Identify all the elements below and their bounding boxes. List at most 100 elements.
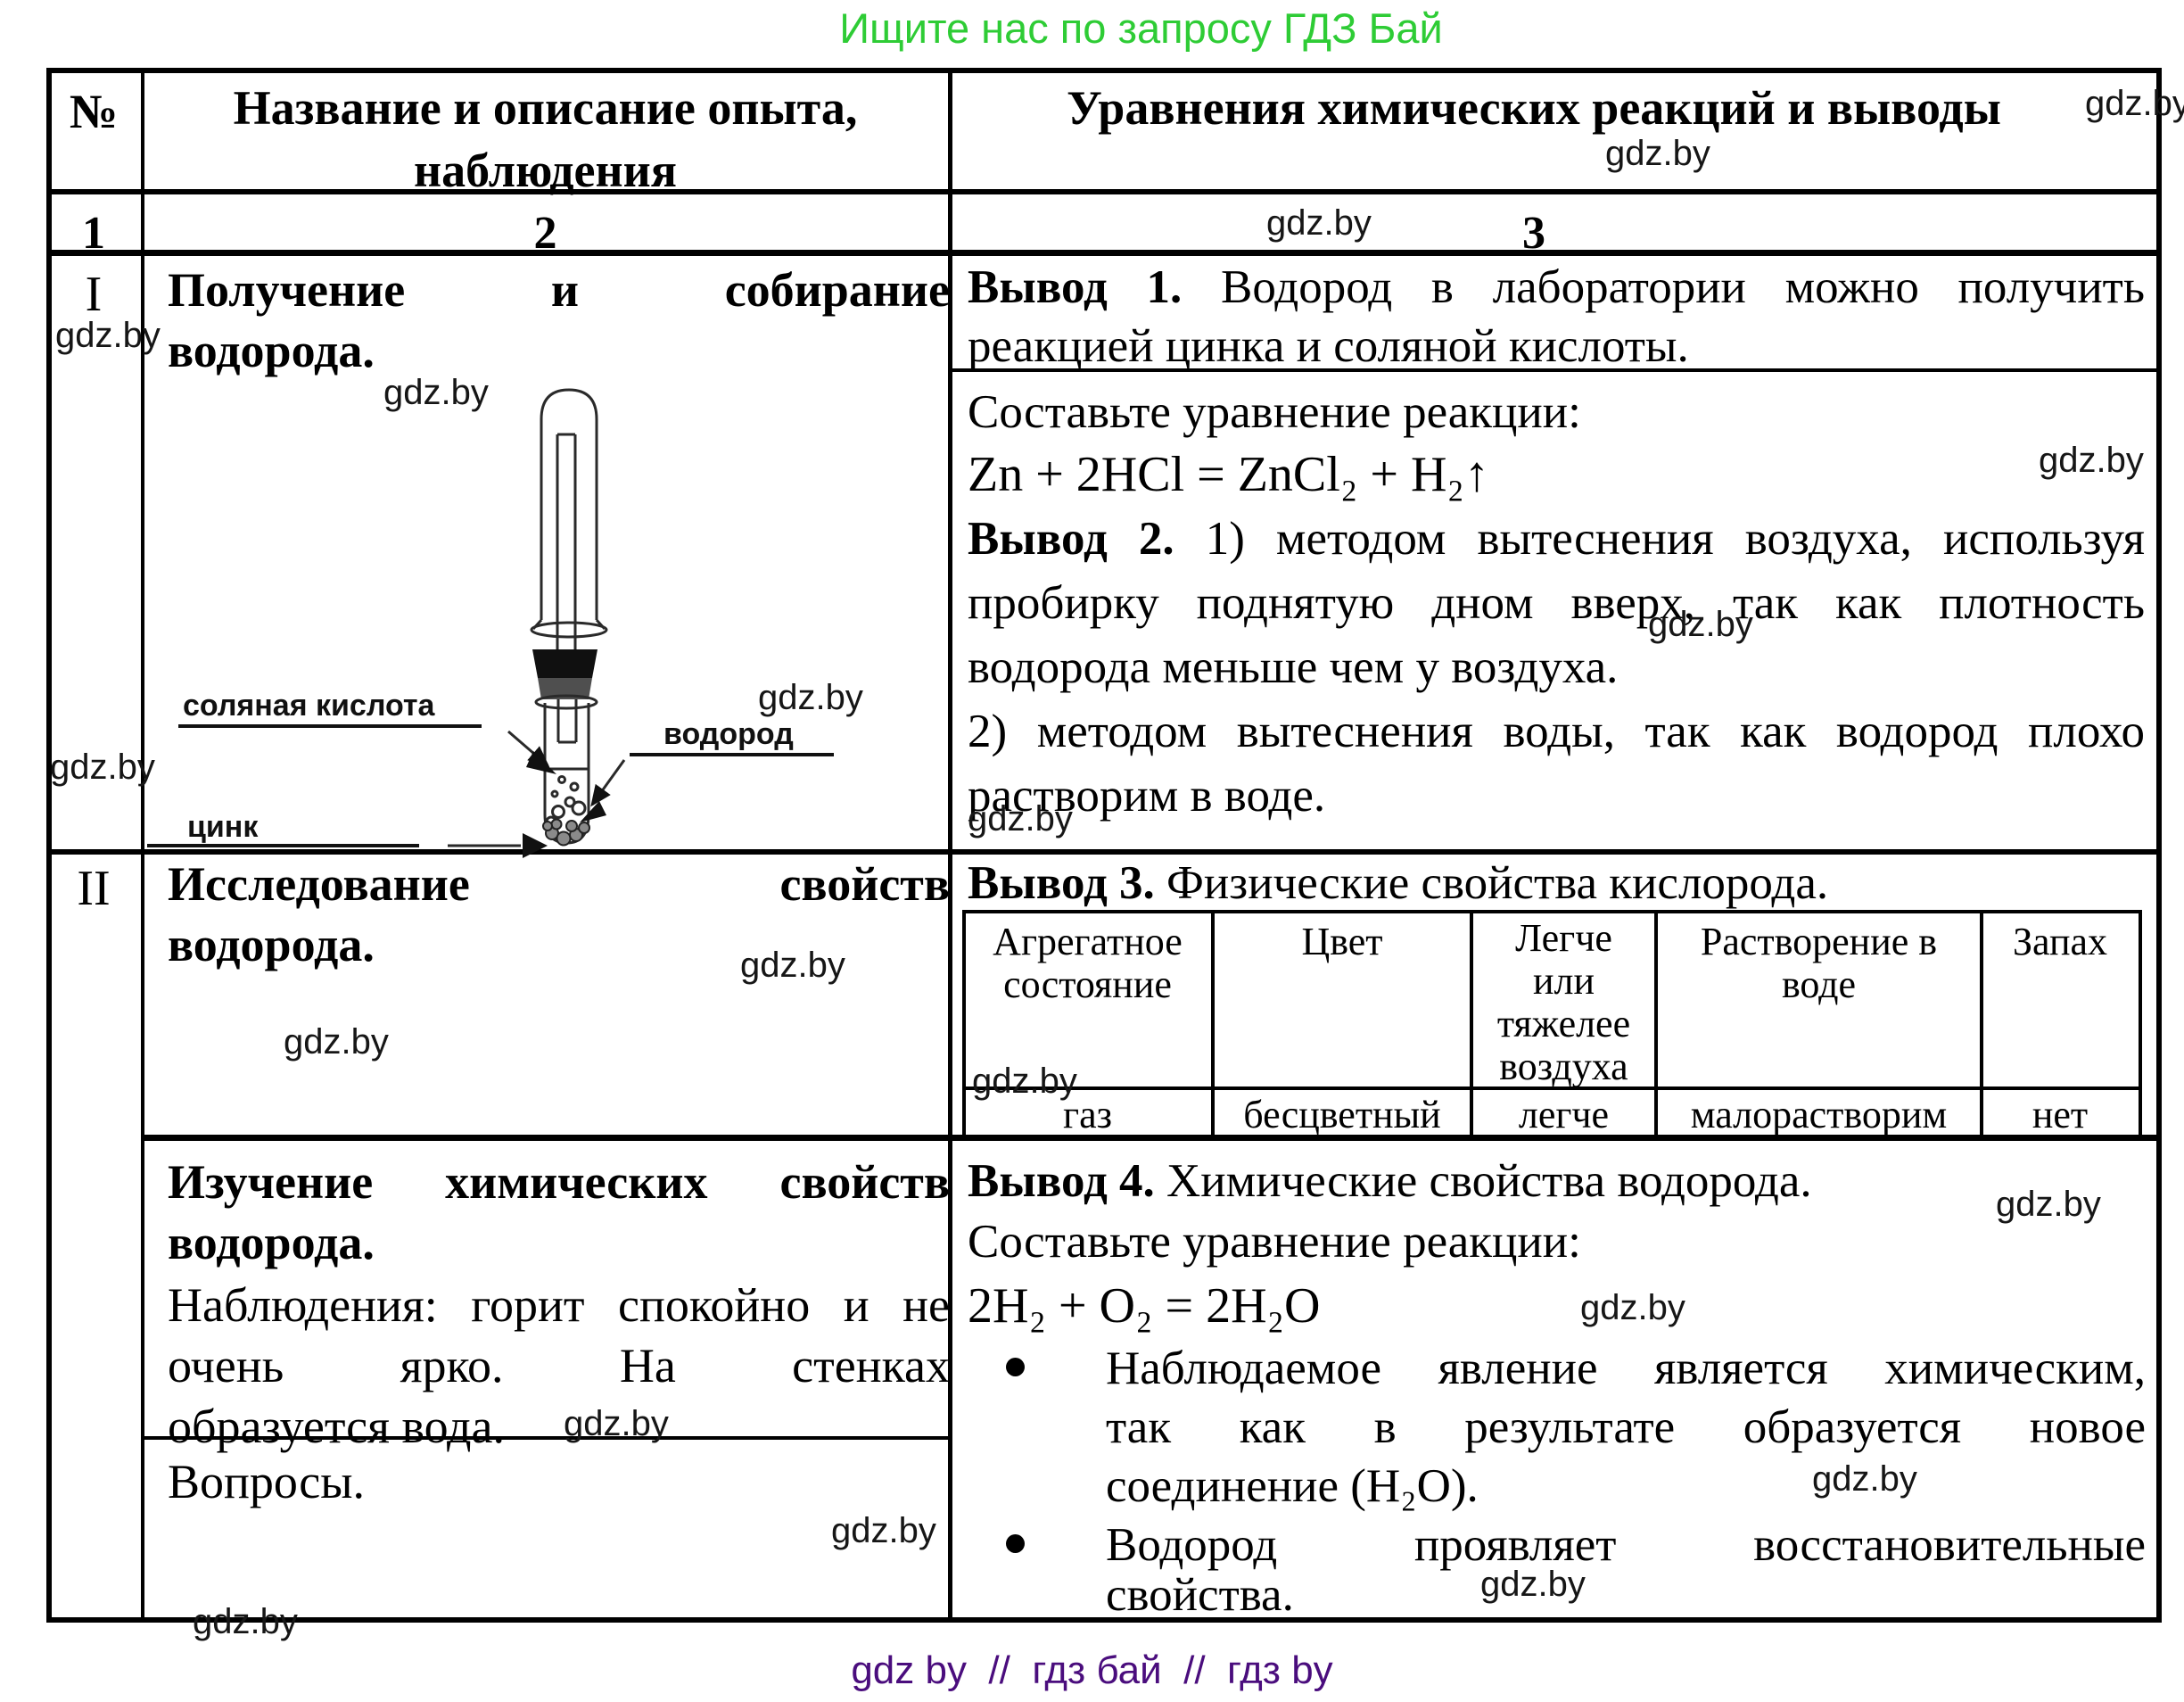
equation-1: Zn + 2HCl = ZnCl₂ + H₂↑ (968, 447, 1489, 502)
observations-line2: очень ярко. На стенках (168, 1339, 950, 1392)
collecting-tube (540, 388, 598, 620)
prop-value-smell: нет (2032, 1093, 2089, 1136)
divider-header-bottom (46, 189, 2162, 194)
bullet2-line2: свойства. (1106, 1569, 1294, 1621)
row1-title-line2: водорода. (168, 324, 375, 377)
header-col2-line2: наблюдения (414, 144, 677, 197)
gdz-watermark: gdz.by (193, 1602, 298, 1641)
conclusion1-label: Вывод 1. (968, 261, 1183, 313)
gdz-watermark: gdz.by (50, 748, 155, 787)
prop-value-solubility: малорастворим (1690, 1093, 1948, 1136)
table-border-bottom (46, 1617, 2162, 1623)
delivery-tube (556, 433, 577, 649)
row2-title-line1: Исследование свойств (168, 857, 950, 911)
prop-value-color: бесцветный (1243, 1093, 1441, 1136)
observations-line3: образуется вода. (168, 1400, 505, 1453)
subtable-left (962, 910, 966, 1135)
zinc-granules (542, 818, 590, 847)
subtable-v2 (1470, 910, 1473, 1135)
gdz-watermark: gdz.by (740, 946, 845, 985)
prop-header-smell: Запах (2012, 920, 2108, 963)
prop-header-solubility: Растворение в воде (1700, 920, 1938, 1006)
conclusion4-label: Вывод 4. (968, 1155, 1155, 1207)
subtable-top (962, 910, 2142, 913)
acid-arrowhead (526, 751, 556, 774)
bullet1-line3: соединение (H₂O). (1106, 1460, 1479, 1512)
prop-header-color: Цвет (1301, 920, 1383, 963)
conclusion3-line: Вывод 3. Физические свойства кислорода. (968, 857, 1829, 909)
prop-value-density: легче (1518, 1093, 1610, 1136)
divider-row1-bottom (46, 849, 2162, 855)
footer-text: gdz by // гдз бай // гдз by (851, 1648, 1333, 1692)
gdz-watermark: gdz.by (831, 1511, 936, 1550)
row3-title-line1: Изучение химических свойств (168, 1155, 950, 1209)
zinc-label: цинк (187, 810, 259, 844)
zinc-arrowhead (523, 833, 548, 858)
row3-title-line2: водорода. (168, 1216, 375, 1269)
bullet2-line1: Водород проявляет восстановительные (1106, 1519, 2146, 1571)
conclusion4-line: Вывод 4. Химические свойства водорода. (968, 1155, 1812, 1207)
gdz-watermark: gdz.by (564, 1404, 669, 1443)
apparatus-diagram: соляная кислота водород цинк (147, 388, 834, 858)
prop-header-density: Легче или тяжелее воздуха (1496, 916, 1631, 1088)
gdz-watermark: gdz.by (1580, 1288, 1685, 1327)
table-border-left (46, 68, 52, 1623)
row1-roman-numeral: I (85, 267, 103, 322)
header-col3: Уравнения химических реакций и выводы (1067, 81, 2001, 135)
table-border-top (46, 68, 2162, 73)
gdz-watermark: gdz.by (2039, 441, 2144, 480)
divider-col1 (141, 68, 144, 1623)
gdz-watermark: gdz.by (1648, 605, 1753, 644)
gdz-watermark: gdz.by (55, 316, 161, 355)
conclusion2-line3: водорода меньше чем у воздуха. (968, 641, 1619, 693)
hydrogen-bubbles (545, 775, 587, 828)
prop-value-state: газ (1063, 1093, 1112, 1136)
subtable-mid (962, 1086, 2142, 1090)
header-col2-line1: Название и описание опыта, (233, 81, 858, 135)
conclusion2-line5: растворим в воде. (968, 770, 1326, 822)
conclusion2-label: Вывод 2. (968, 513, 1174, 565)
bullet-icon (1006, 1534, 1025, 1553)
make-equation-2: Составьте уравнение реакции: (968, 1216, 1581, 1268)
prop-header-state: Агрегатное состояние (993, 920, 1183, 1006)
bullet-icon (1006, 1358, 1025, 1376)
conclusion2-line1: Вывод 2. 1) методом вытеснения воздуха, … (968, 513, 2146, 565)
index-cell-3: 3 (1522, 208, 1545, 259)
conclusion1-line2: реакцией цинка и соляной кислоты. (968, 320, 1689, 372)
conclusion1-line1: Вывод 1. Водород в лаборатории можно пол… (968, 261, 2146, 313)
divider-questions (141, 1436, 952, 1440)
divider-row2-bottom (141, 1135, 2162, 1141)
index-cell-2: 2 (533, 208, 557, 259)
conclusion3-label: Вывод 3. (968, 857, 1155, 909)
row2-title-line2: водорода. (168, 918, 375, 971)
gas-label: водород (663, 717, 794, 751)
gdz-watermark: gdz.by (1605, 134, 1710, 173)
table-border-right (2156, 68, 2162, 1623)
conclusion2-line4: 2) методом вытеснения воды, так как водо… (968, 706, 2145, 757)
gas-arrowhead (580, 801, 606, 822)
index-cell-1: 1 (82, 208, 105, 259)
make-equation-1: Составьте уравнение реакции: (968, 386, 1581, 438)
subtable-right (2139, 910, 2142, 1135)
divider-col2 (948, 68, 952, 1623)
row2-roman-numeral: II (77, 861, 111, 916)
conclusion2-line2: пробирку поднятую дном вверх, так как пл… (968, 577, 2145, 629)
header-num: № (69, 85, 119, 138)
questions-label: Вопросы. (168, 1455, 366, 1508)
acid-label: соляная кислота (183, 689, 436, 723)
gdz-watermark: gdz.by (1812, 1459, 1917, 1499)
gdz-watermark: gdz.by (972, 1062, 1077, 1101)
gdz-watermark: gdz.by (968, 799, 1073, 839)
subtable-v4 (1980, 910, 1983, 1135)
promo-banner-text: Ищите нас по запросу ГДЗ Бай (839, 4, 1443, 52)
bullet1-line2: так как в результате образуется новое (1106, 1401, 2146, 1453)
equation-2: 2H₂ + O₂ = 2H₂O (968, 1278, 1321, 1334)
row1-title-line1: Получение и собирание (168, 263, 950, 317)
gdz-watermark: gdz.by (383, 373, 489, 412)
gdz-watermark: gdz.by (2085, 84, 2184, 123)
stopper (532, 649, 598, 678)
gdz-watermark: gdz.by (758, 678, 863, 717)
gdz-watermark: gdz.by (284, 1022, 389, 1062)
bullet1-line1: Наблюдаемое явление является химическим, (1106, 1343, 2146, 1394)
